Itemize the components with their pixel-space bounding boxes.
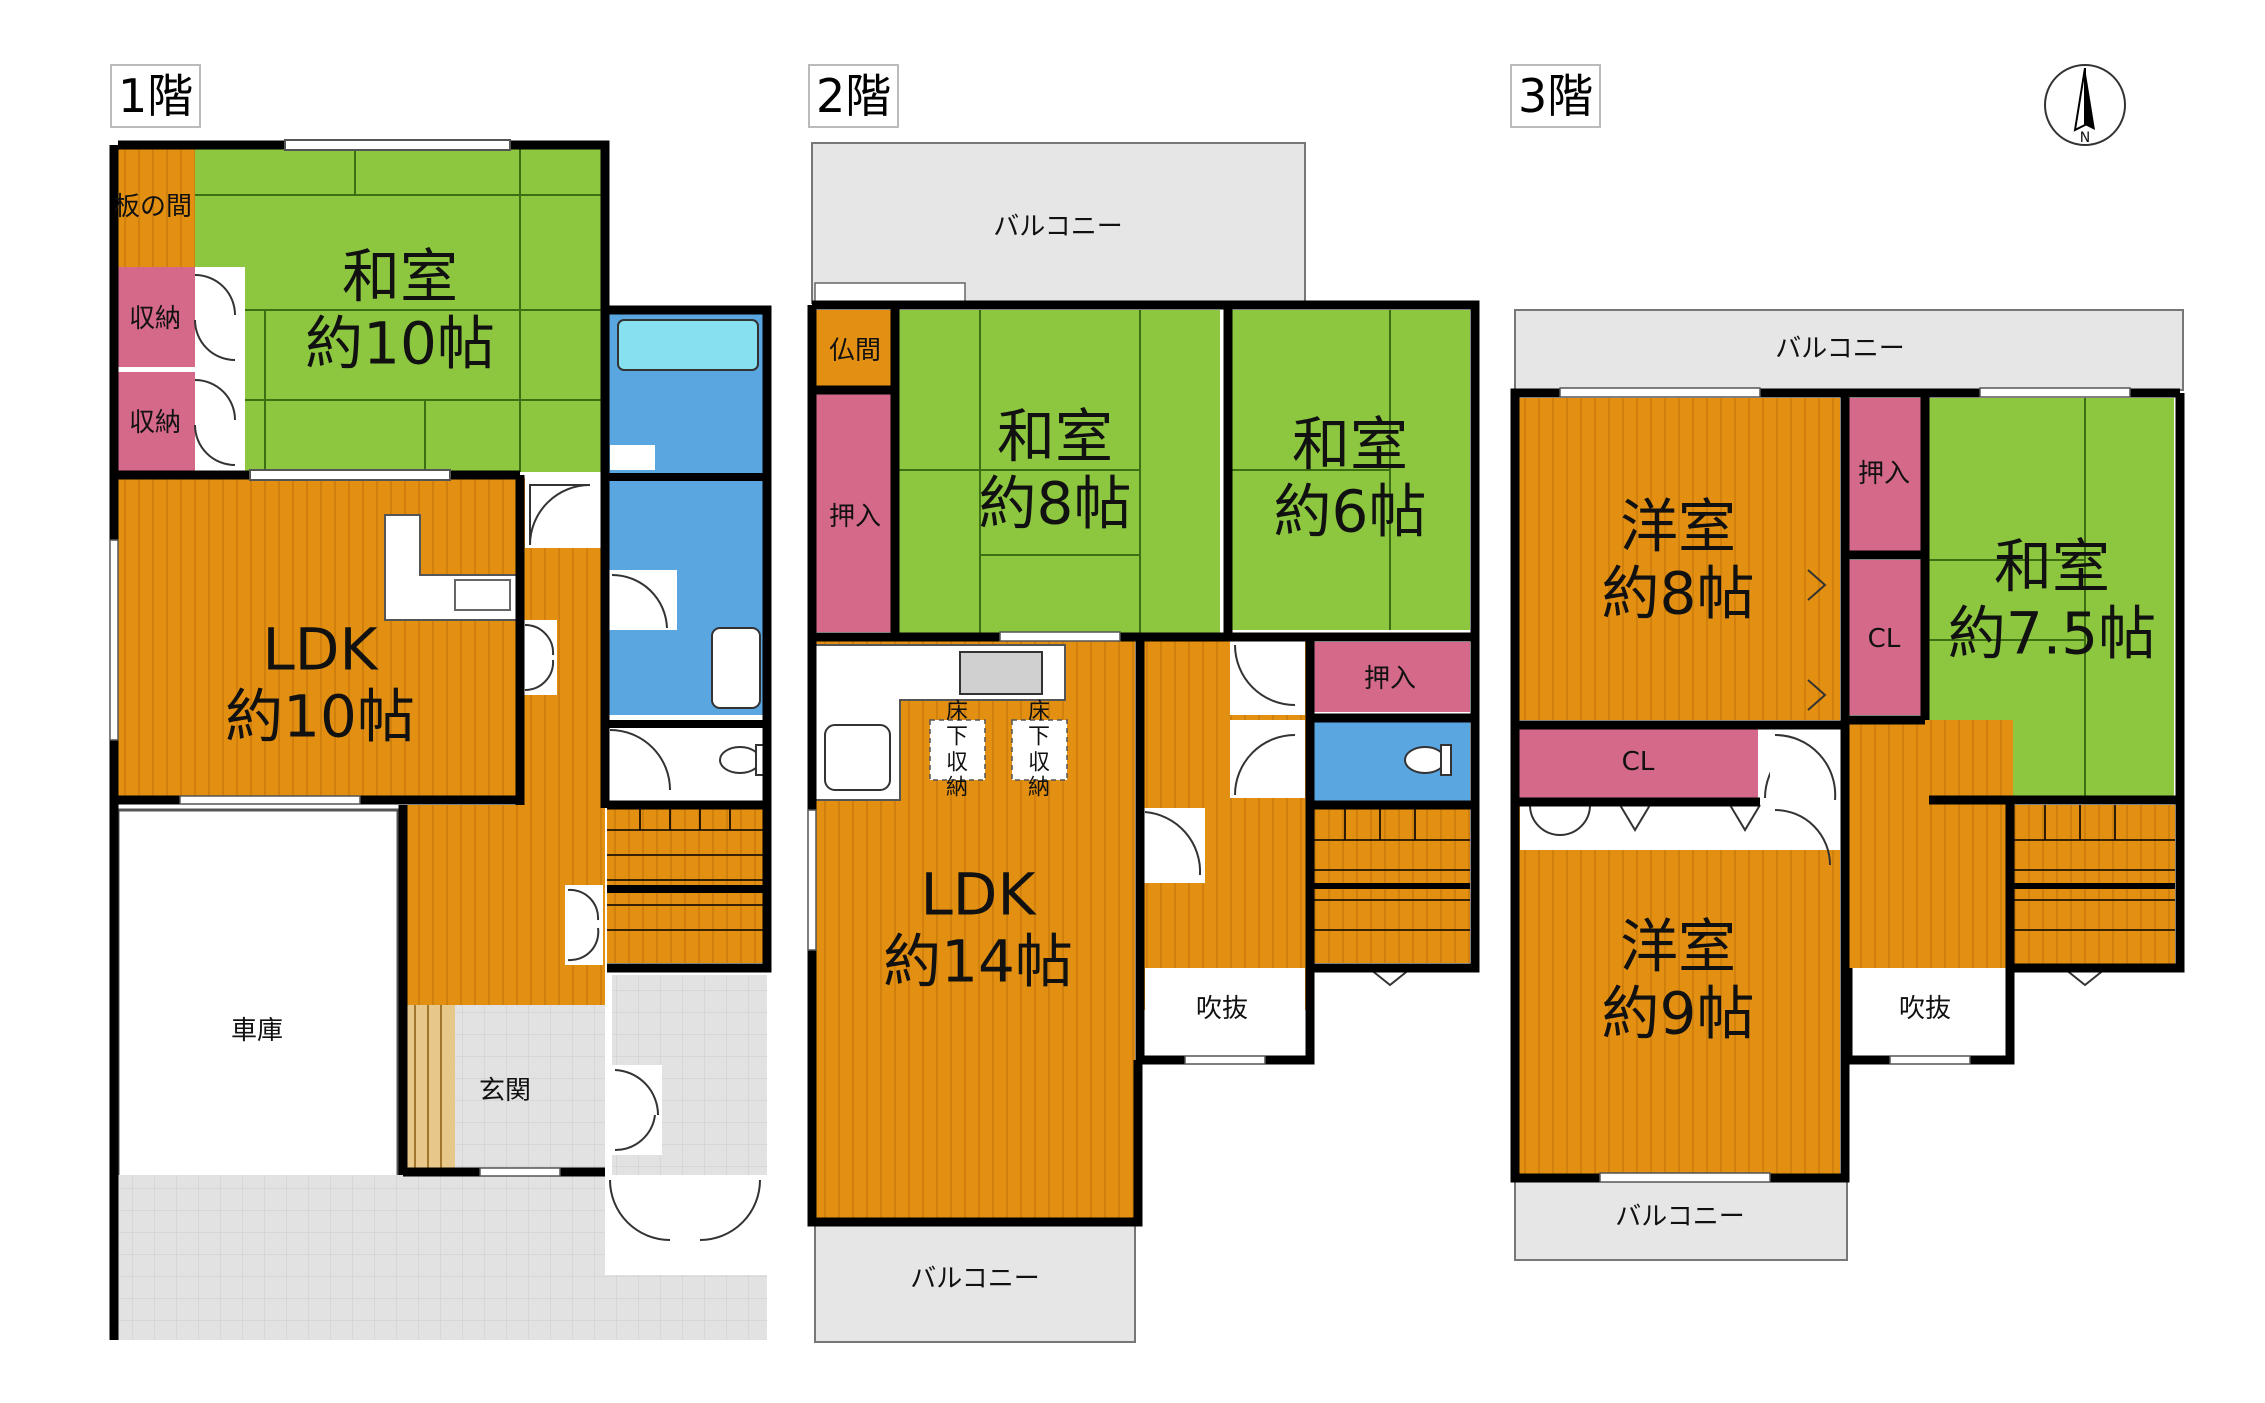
room-genkan: 玄関 (478, 1076, 532, 1107)
room-balcony-bottom-f2: バルコニー (910, 1264, 1040, 1295)
butsuma (815, 310, 895, 390)
oshiire-floor2-b (1310, 642, 1470, 712)
room-size: 約7.5帖 (1947, 599, 2157, 667)
room-yoshitsu-8: 洋室 約8帖 (1602, 493, 1755, 626)
room-garage: 車庫 (230, 1016, 284, 1047)
stove (959, 651, 1043, 695)
void-floor3 (1848, 968, 2008, 1053)
underfloor-storage-2: 床下収納 (1027, 699, 1050, 801)
cl-floor3-bottom (1518, 728, 1758, 798)
room-name: 和室 (1993, 532, 2110, 601)
genkan-floor (455, 1005, 605, 1170)
room-washitsu-10: 和室 約10帖 (305, 243, 495, 376)
room-name: 洋室 (1619, 912, 1736, 981)
compass-label: N (2079, 129, 2091, 146)
room-size: 約8帖 (1601, 559, 1755, 627)
floor-1-tag: 1階 (110, 64, 202, 128)
void-floor2 (1145, 968, 1305, 1053)
floor-2 (807, 142, 1480, 1343)
oshiire-floor3 (1848, 398, 1921, 553)
room-cl-f3-right: CL (1867, 624, 1901, 655)
room-balcony-top-f3: バルコニー (1775, 334, 1905, 365)
room-name: 和室 (341, 242, 458, 311)
room-storage-1: 収納 (128, 304, 182, 335)
cl-floor3-right (1848, 560, 1921, 715)
room-oshiire-f2-b: 押入 (1363, 664, 1417, 695)
room-washitsu-75: 和室 約7.5帖 (1948, 533, 2156, 666)
room-butsuma: 仏間 (828, 336, 882, 367)
washitsu-8-floor2 (895, 310, 1220, 635)
balcony-bottom-floor2 (814, 1221, 1136, 1343)
room-itanoma: 板の間 (113, 192, 193, 223)
room-void-f3: 吹抜 (1898, 994, 1952, 1025)
room-storage-2: 収納 (128, 408, 182, 439)
yoshitsu-9-floor3 (1518, 805, 1840, 1175)
underfloor-storage-1: 床下収納 (945, 699, 968, 801)
balcony-bottom-floor3 (1514, 1179, 1848, 1261)
room-ldk-10: LDK 約10帖 (225, 616, 415, 749)
ldk-10-floor1 (118, 478, 520, 798)
room-name: 和室 (996, 402, 1113, 471)
oshiire-floor2 (815, 392, 895, 632)
yoshitsu-8-floor3 (1518, 398, 1840, 720)
north-arrow-icon (2044, 64, 2126, 146)
floor-1 (109, 139, 772, 1340)
room-size: 約14帖 (883, 927, 1073, 995)
room-balcony-bottom-f3: バルコニー (1615, 1202, 1745, 1233)
room-size: 約10帖 (305, 309, 495, 377)
room-oshiire-f2: 押入 (828, 502, 882, 533)
storage-2 (118, 372, 195, 472)
room-void-f2: 吹抜 (1195, 994, 1249, 1025)
floor-3-tag: 3階 (1510, 64, 1602, 128)
washbasin (711, 627, 761, 709)
room-ldk-14: LDK 約14帖 (883, 861, 1073, 994)
room-size: 約9帖 (1601, 979, 1755, 1047)
bathtub (617, 319, 759, 371)
room-size: 約10帖 (225, 682, 415, 750)
room-washitsu-8: 和室 約8帖 (979, 403, 1132, 536)
balcony-top-floor3 (1514, 309, 2184, 391)
room-name: LDK (262, 615, 378, 684)
room-name: 和室 (1291, 410, 1408, 479)
floor-2-tag: 2階 (808, 64, 900, 128)
toilet-floor2 (1404, 746, 1446, 774)
room-cl-f3-bottom: CL (1621, 747, 1655, 778)
room-name: 洋室 (1619, 492, 1736, 561)
room-name: LDK (920, 860, 1036, 929)
toilet-floor1 (719, 746, 761, 774)
room-yoshitsu-9: 洋室 約9帖 (1602, 913, 1755, 1046)
room-oshiire-f3: 押入 (1857, 459, 1911, 490)
floor-3 (1510, 309, 2185, 1261)
itanoma-floor (118, 147, 195, 267)
room-washitsu-6: 和室 約6帖 (1274, 411, 1427, 544)
balcony-top-floor2 (811, 142, 1306, 304)
hallway-floor3 (1848, 720, 2013, 1010)
room-size: 約6帖 (1273, 477, 1427, 545)
storage-1 (118, 267, 195, 367)
kitchen-sink (824, 724, 891, 791)
room-size: 約8帖 (978, 469, 1132, 537)
room-balcony-top-f2: バルコニー (993, 212, 1123, 243)
